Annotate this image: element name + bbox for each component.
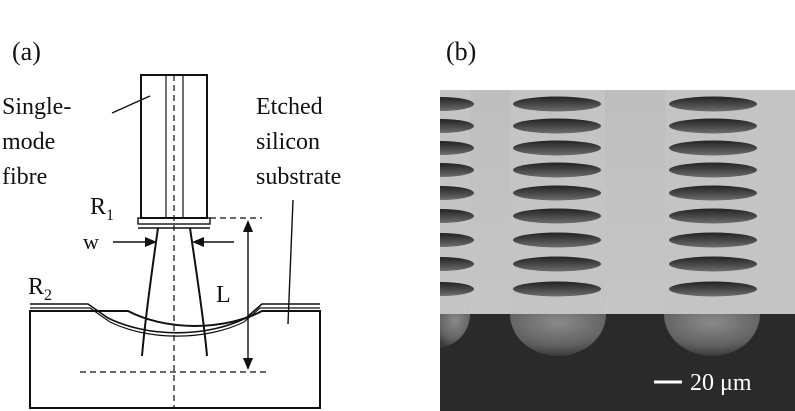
hole-middle-6 [513, 208, 601, 224]
hole-middle-2 [513, 118, 601, 134]
r2-coating-layer [30, 303, 320, 334]
hole-left-4 [440, 163, 474, 177]
r2-coating-layer-inner [30, 307, 320, 337]
etched-dome-right [664, 314, 760, 356]
hole-left-1 [440, 97, 474, 111]
r2-label-subscript: 2 [44, 287, 52, 304]
ellipse-column-middle [513, 96, 601, 297]
fibre-label-line-2: mode [2, 129, 55, 155]
panel-a [29, 74, 321, 409]
substrate-label-line-1: Etched [256, 94, 323, 120]
hole-left-8 [440, 257, 474, 271]
r2-label-main: R [28, 274, 44, 300]
r1-label-subscript: 1 [106, 207, 114, 224]
l-arrowhead-bottom [243, 358, 253, 370]
hole-right-5 [669, 185, 757, 201]
hole-right-1 [669, 96, 757, 112]
hole-right-2 [669, 118, 757, 134]
panel-a-label: (a) [12, 37, 41, 66]
fibre-label-line-3: fibre [2, 164, 47, 190]
scale-bar-label: 20 μm [690, 370, 752, 396]
w-arrowhead-right [192, 237, 204, 247]
beam-right-edge [189, 227, 208, 357]
fibre-label-line-1: Single- [2, 94, 71, 120]
hole-left-6 [440, 209, 474, 223]
etched-dome-middle [510, 314, 606, 356]
substrate-label-line-2: silicon [256, 129, 320, 155]
hole-left-3 [440, 141, 474, 155]
hole-middle-4 [513, 162, 601, 178]
hole-middle-8 [513, 256, 601, 272]
w-label: w [83, 229, 99, 254]
substrate-leader-line [287, 199, 294, 325]
micrograph-ridge-2 [605, 90, 665, 320]
hole-left-2 [440, 119, 474, 133]
l-arrowhead-top [243, 220, 253, 232]
r2-label: R2 [28, 274, 52, 304]
hole-left-5 [440, 186, 474, 200]
ellipse-column-left [440, 97, 474, 296]
ellipse-column-right [669, 96, 757, 297]
hole-right-4 [669, 162, 757, 178]
hole-left-7 [440, 233, 474, 247]
substrate-label-line-3: substrate [256, 164, 341, 190]
panel-b-label: (b) [446, 37, 476, 66]
beam-left-edge [141, 227, 159, 357]
hole-middle-5 [513, 185, 601, 201]
hole-middle-3 [513, 140, 601, 156]
w-arrowhead-left [145, 237, 157, 247]
micrograph-ridge-1 [470, 90, 510, 320]
hole-right-6 [669, 208, 757, 224]
hole-right-3 [669, 140, 757, 156]
etched-dome-left [440, 314, 471, 348]
micrograph [440, 90, 795, 411]
hole-middle-1 [513, 96, 601, 112]
hole-right-9 [669, 281, 757, 297]
fibre-leader-line [111, 95, 151, 114]
r1-label: R1 [90, 194, 114, 224]
l-label: L [216, 282, 231, 308]
r1-label-main: R [90, 194, 106, 220]
substrate-block [29, 310, 321, 409]
hole-middle-9 [513, 281, 601, 297]
hole-right-7 [669, 232, 757, 248]
r1-coating [137, 217, 211, 225]
hole-left-9 [440, 282, 474, 296]
hole-middle-7 [513, 232, 601, 248]
hole-right-8 [669, 256, 757, 272]
